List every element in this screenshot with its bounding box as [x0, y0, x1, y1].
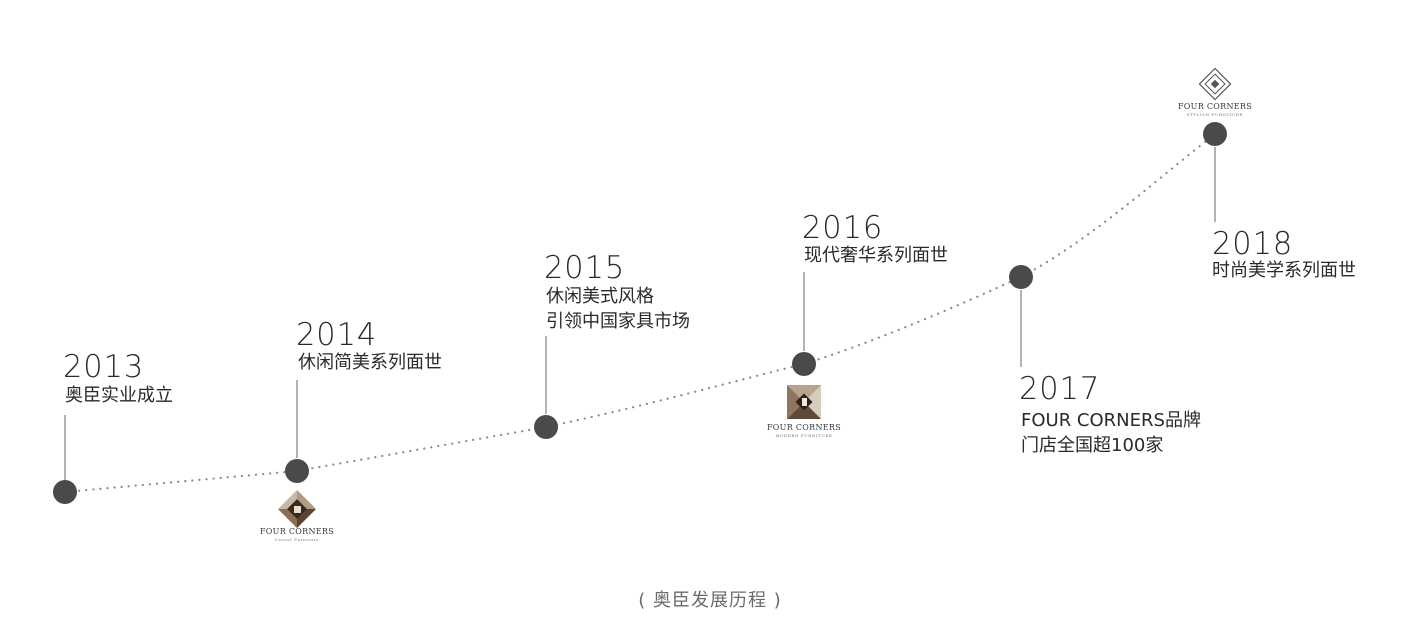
year-2013: 2013 — [63, 349, 145, 385]
milestone-dot-2013 — [53, 480, 77, 504]
four-corners-modern-logo-icon — [787, 385, 821, 419]
milestone-dot-2017 — [1009, 265, 1033, 289]
milestone-desc-2015: 休闲美式风格 引领中国家具市场 — [546, 284, 690, 334]
milestone-desc-line: 奥臣实业成立 — [65, 385, 173, 406]
four-corners-casual-logo: FOUR CORNERS Casual Furniture — [252, 527, 342, 542]
year-2014: 2014 — [296, 317, 378, 353]
four-corners-modern-logo: FOUR CORNERS MODERN FURNITURE — [759, 423, 849, 438]
milestone-desc-line: FOUR CORNERS品牌 — [1021, 410, 1201, 431]
logo-name: FOUR CORNERS — [766, 423, 842, 432]
milestone-dot-2018 — [1203, 122, 1227, 146]
milestone-dot-2016 — [792, 352, 816, 376]
milestone-dot-2015 — [534, 415, 558, 439]
milestone-desc-line: 时尚美学系列面世 — [1212, 260, 1356, 281]
logo-name: FOUR CORNERS — [259, 527, 335, 536]
milestone-dot-2014 — [285, 459, 309, 483]
milestone-desc-2013: 奥臣实业成立 — [65, 383, 173, 408]
year-2015: 2015 — [544, 250, 626, 286]
milestone-desc-2018: 时尚美学系列面世 — [1212, 258, 1356, 283]
milestone-desc-line: 门店全国超100家 — [1021, 435, 1164, 456]
logo-name: FOUR CORNERS — [1177, 102, 1253, 111]
milestone-desc-line: 休闲美式风格 — [546, 286, 654, 307]
four-corners-stylish-logo: FOUR CORNERS STYLISH FURNITURE — [1170, 102, 1260, 117]
logo-tag: MODERN FURNITURE — [775, 433, 833, 438]
four-corners-casual-logo-icon — [278, 490, 316, 528]
logo-tag: Casual Furniture — [274, 537, 320, 542]
year-2018: 2018 — [1212, 226, 1294, 262]
logo-tag: STYLISH FURNITURE — [1186, 112, 1244, 117]
milestone-desc-2017: FOUR CORNERS品牌 门店全国超100家 — [1021, 408, 1201, 458]
milestone-desc-line: 引领中国家具市场 — [546, 311, 690, 332]
year-2017: 2017 — [1019, 371, 1101, 407]
diagram-caption: ( 奥臣发展历程 ) — [638, 590, 782, 611]
year-2016: 2016 — [802, 210, 884, 246]
milestone-desc-2014: 休闲简美系列面世 — [298, 350, 442, 375]
four-corners-stylish-logo-icon — [1198, 67, 1232, 101]
milestone-desc-2016: 现代奢华系列面世 — [804, 243, 948, 268]
milestone-desc-line: 休闲简美系列面世 — [298, 352, 442, 373]
milestone-desc-line: 现代奢华系列面世 — [804, 245, 948, 266]
